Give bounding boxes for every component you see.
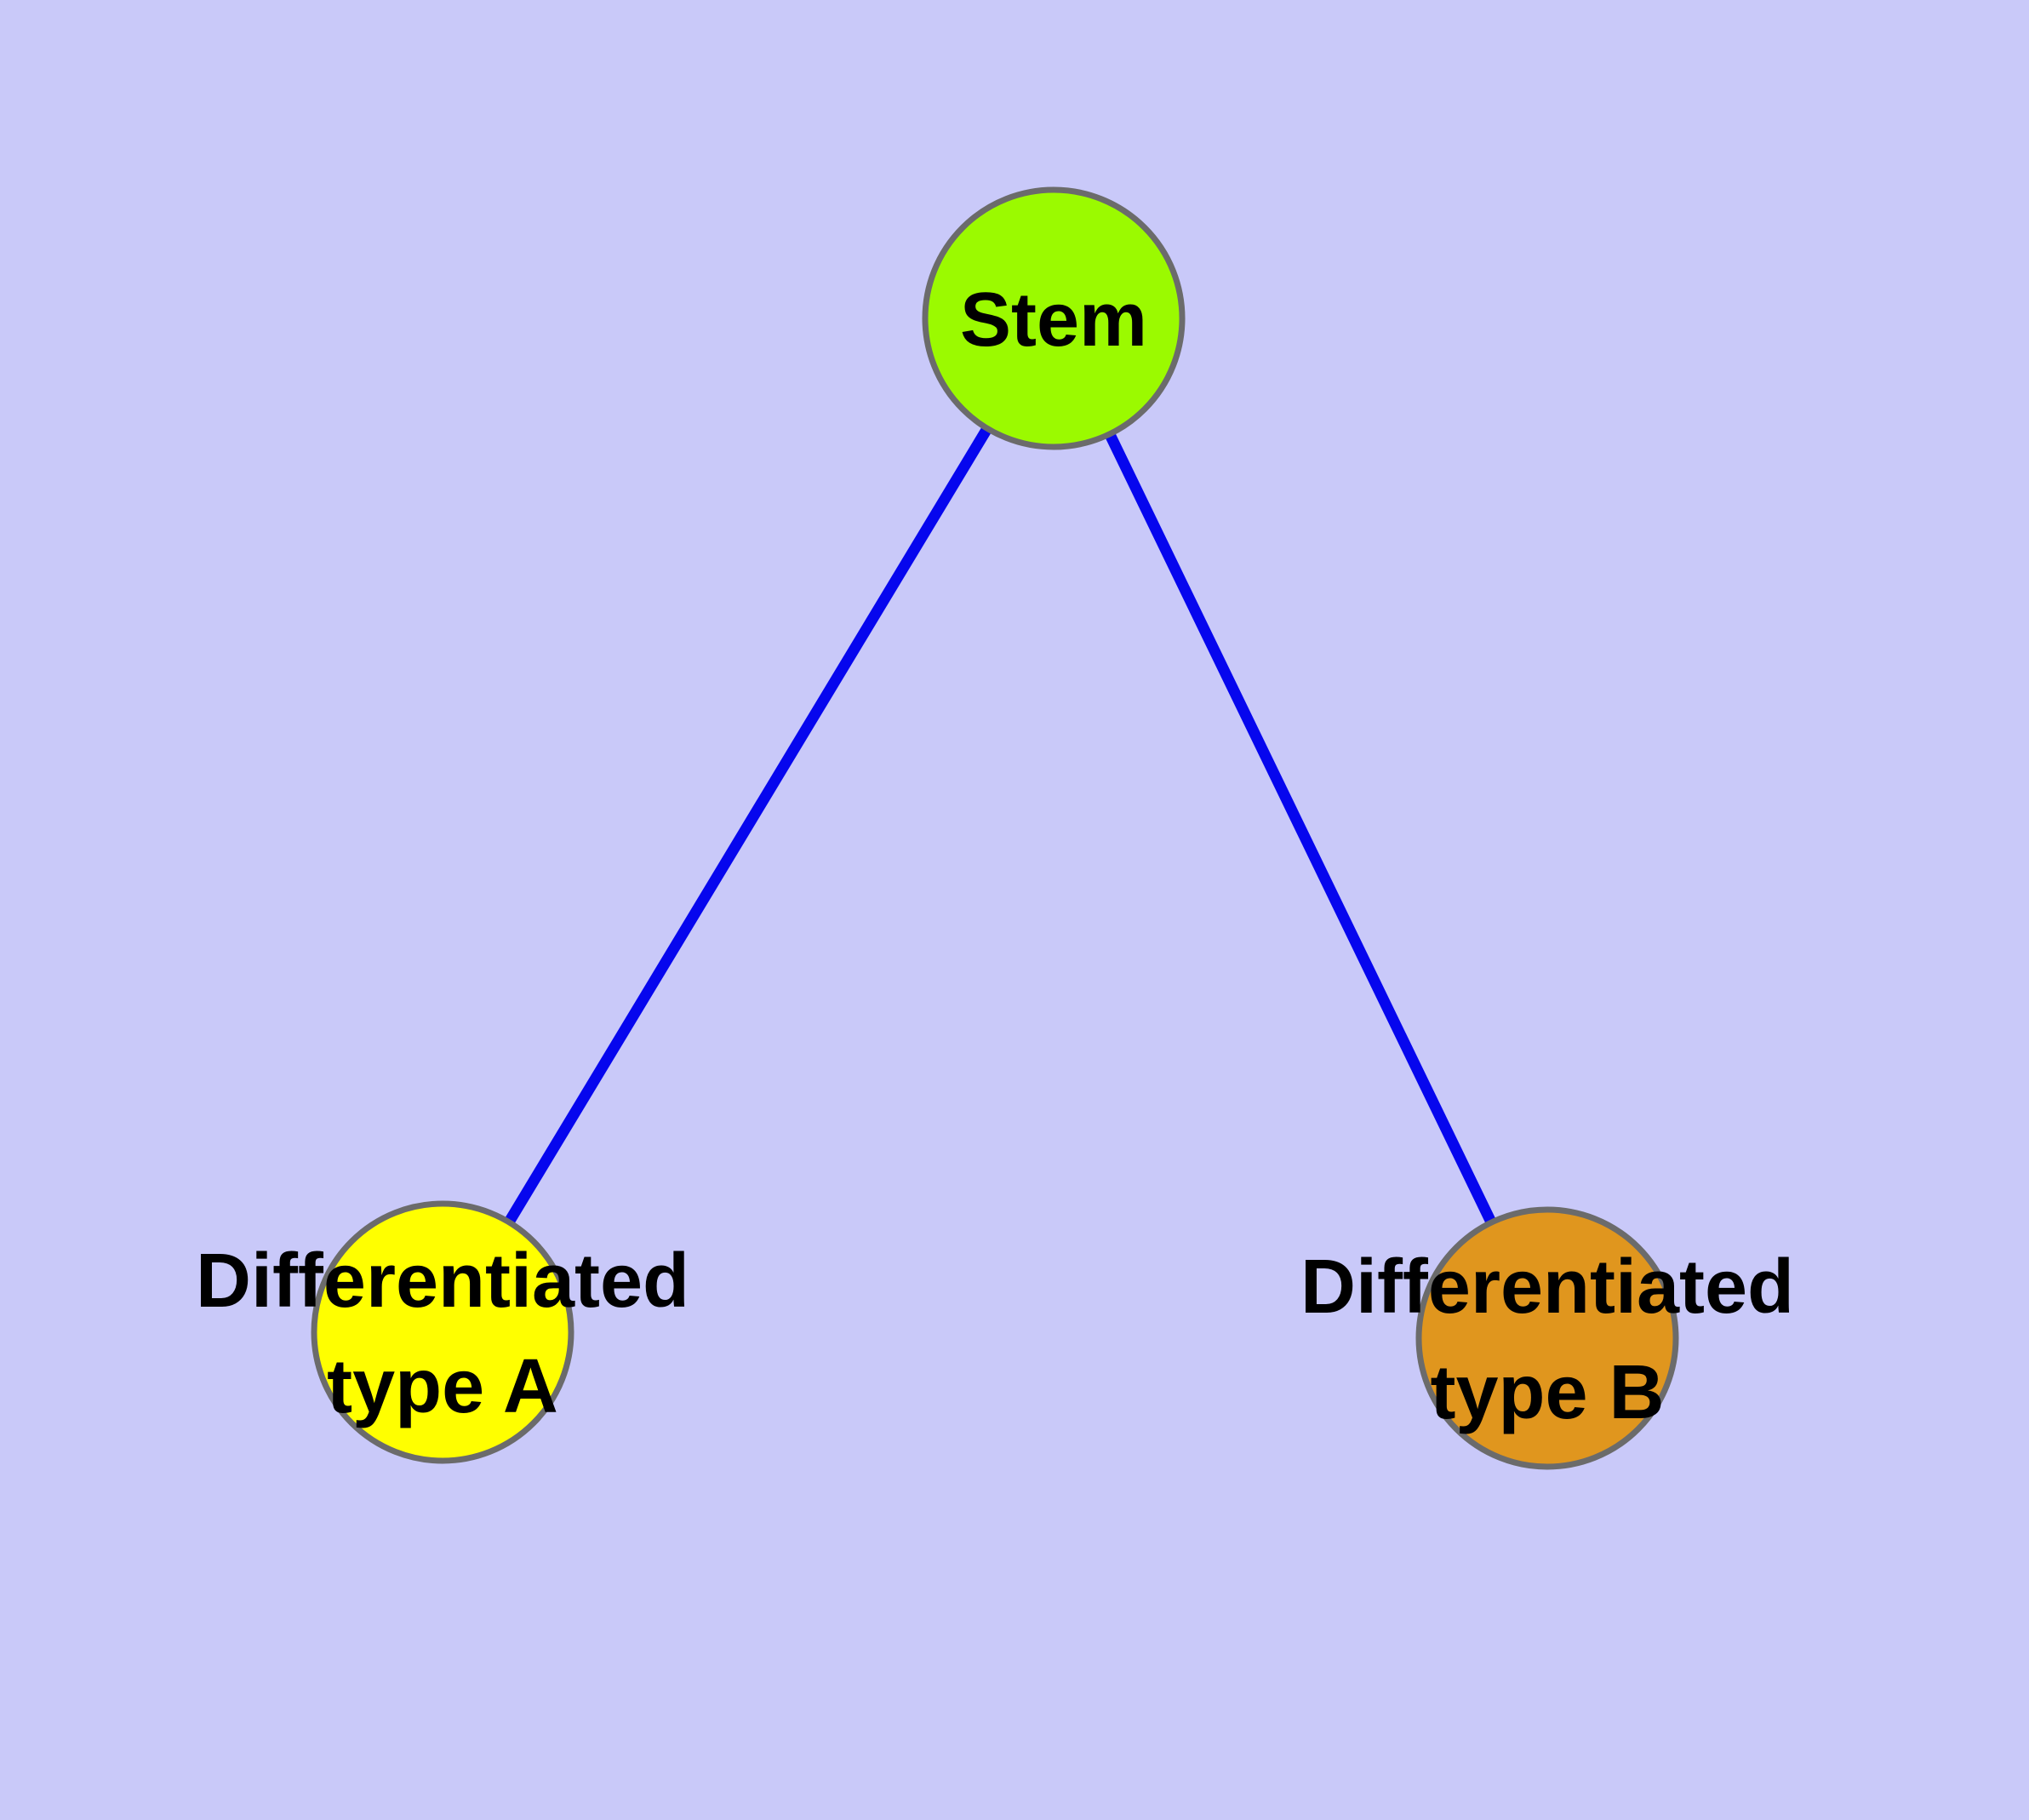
node-differentiated-type-a — [311, 1200, 574, 1464]
edge-stem-to-differentiated-type-b — [1049, 316, 1552, 1341]
node-circle-differentiated-type-a — [311, 1200, 574, 1464]
node-stem — [922, 186, 1186, 450]
edge-stem-to-differentiated-type-a — [437, 315, 1059, 1336]
node-label-stem: Stem — [960, 278, 1147, 363]
node-differentiated-type-b — [1415, 1206, 1679, 1470]
node-circle-differentiated-type-b — [1415, 1206, 1679, 1470]
node-circle-stem — [922, 186, 1186, 450]
